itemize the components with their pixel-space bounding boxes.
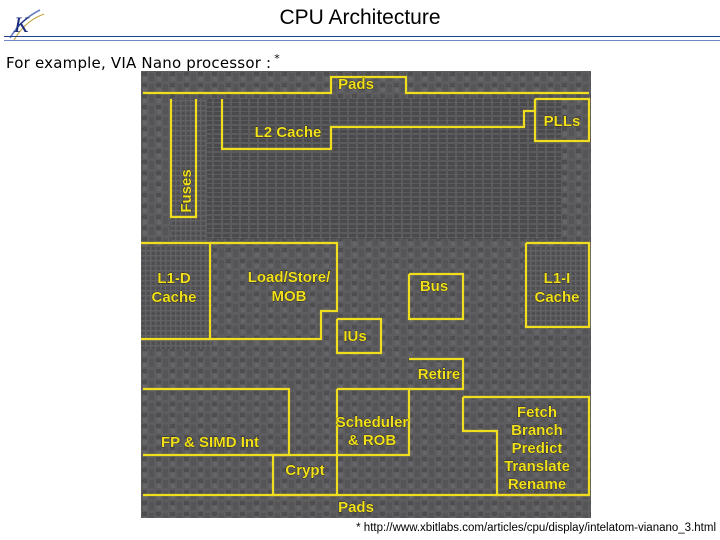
fp-simd-label: FP & SIMD Int xyxy=(161,434,259,451)
retire-label: Retire xyxy=(418,366,461,383)
l1d-label-line1: L1-D xyxy=(157,270,191,287)
l1i-label-line1: L1-I xyxy=(544,270,571,287)
page-title: CPU Architecture xyxy=(0,6,720,30)
scheduler-label-line1: Scheduler xyxy=(336,414,409,431)
fetch-label-line3: Predict xyxy=(512,440,563,457)
l2-cache-array xyxy=(171,99,561,239)
fetch-label-line1: Fetch xyxy=(517,404,557,421)
l1d-label-line2: Cache xyxy=(151,289,196,306)
ius-label: IUs xyxy=(343,328,366,345)
pads-bottom-label: Pads xyxy=(338,499,374,516)
l2-cache-label: L2 Cache xyxy=(255,124,322,141)
l1i-array xyxy=(523,247,591,327)
crypt-label: Crypt xyxy=(285,462,324,479)
header-divider-secondary xyxy=(4,40,720,41)
subtitle-text: For example, VIA Nano processor : xyxy=(6,54,271,72)
fetch-label-line5: Rename xyxy=(508,476,566,493)
pads-top-label: Pads xyxy=(338,76,374,93)
scheduler-label-line2: & ROB xyxy=(348,432,397,449)
source-footnote: * http://www.xbitlabs.com/articles/cpu/d… xyxy=(356,522,716,534)
fuses-label: Fuses xyxy=(178,169,195,212)
bus-label: Bus xyxy=(420,278,448,295)
lsu-label-line1: Load/Store/ xyxy=(248,269,331,286)
header-divider xyxy=(4,36,720,37)
slide-subtitle: For example, VIA Nano processor :* xyxy=(6,52,280,72)
fetch-label-line4: Translate xyxy=(504,458,570,475)
plls-label: PLLs xyxy=(544,113,581,130)
l1i-label-line2: Cache xyxy=(534,289,579,306)
die-photo: Pads L2 Cache PLLs Fuses L1-D Cache Load… xyxy=(141,71,591,518)
lsu-label-line2: MOB xyxy=(272,288,307,305)
fetch-label-line2: Branch xyxy=(511,422,563,439)
footnote-marker: * xyxy=(274,52,280,65)
